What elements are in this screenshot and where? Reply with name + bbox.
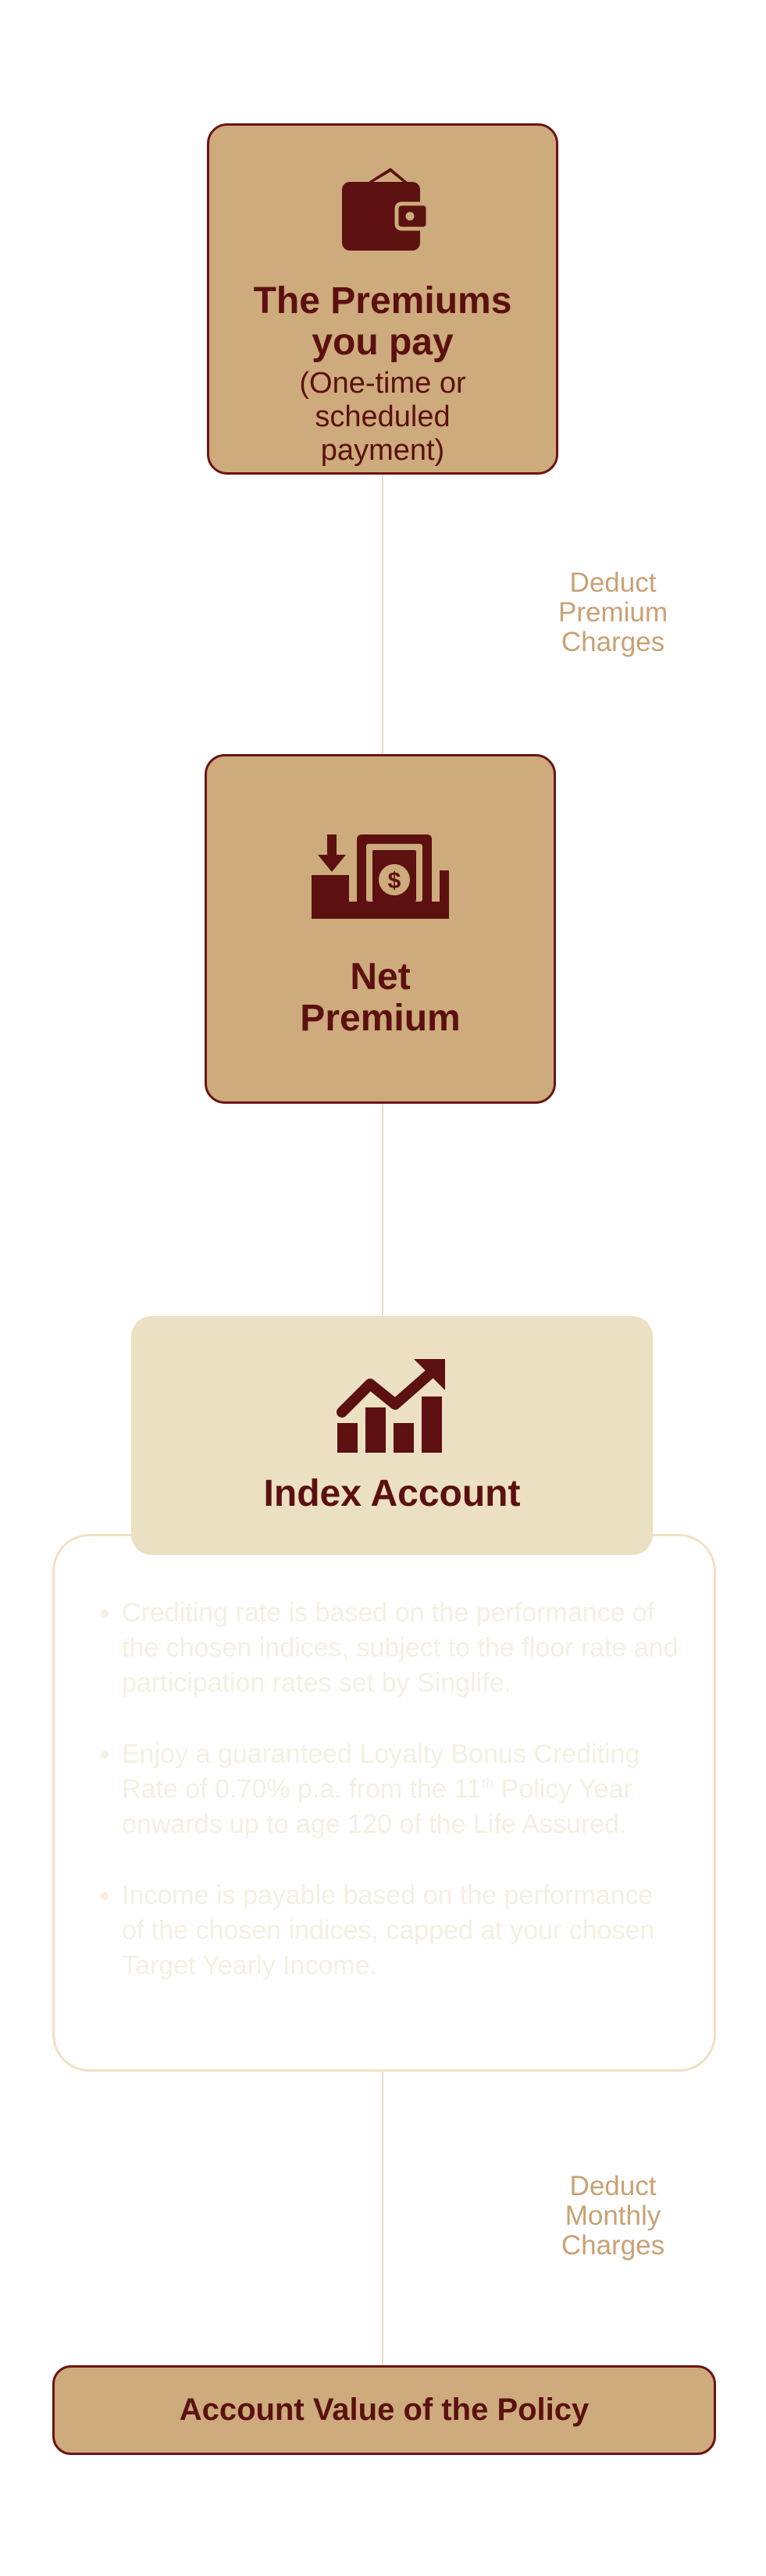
premiums-subtitle: (One-time or scheduled payment) bbox=[299, 367, 466, 467]
premiums-title: The Premiums you pay bbox=[253, 280, 512, 363]
bullet-income-payable: Income is payable based on the performan… bbox=[122, 1878, 682, 1984]
premiums-box: The Premiums you pay (One-time or schedu… bbox=[207, 123, 558, 475]
wallet-icon bbox=[342, 168, 430, 251]
connector-line-2 bbox=[382, 1102, 383, 1315]
deduct-monthly-charges-label: Deduct Monthly Charges bbox=[561, 2171, 665, 2261]
bullet-loyalty-bonus-text-end: Policy Year onwards up to age 120 of the… bbox=[122, 1774, 632, 1839]
bullet-crediting-rate: Crediting rate is based on the performan… bbox=[122, 1596, 682, 1701]
index-account-header: Index Account bbox=[131, 1316, 653, 1555]
svg-text:$: $ bbox=[388, 868, 401, 894]
net-premium-title: Net Premium bbox=[300, 956, 461, 1039]
index-account-bullets: Crediting rate is based on the performan… bbox=[86, 1596, 682, 1984]
deduct-premium-charges-label: Deduct Premium Charges bbox=[558, 568, 668, 657]
ordinal-suffix: th bbox=[481, 1774, 494, 1791]
account-value-box: Account Value of the Policy bbox=[52, 2365, 716, 2455]
deposit-money-icon: $ bbox=[312, 834, 449, 919]
bullet-loyalty-bonus-text: Enjoy a guaranteed Loyalty Bonus Crediti… bbox=[122, 1739, 640, 1804]
index-account-title: Index Account bbox=[263, 1473, 521, 1514]
growth-chart-icon bbox=[337, 1359, 445, 1453]
net-premium-box: $ Net Premium bbox=[205, 754, 556, 1104]
bullet-loyalty-bonus: Enjoy a guaranteed Loyalty Bonus Crediti… bbox=[122, 1737, 682, 1842]
connector-line-3 bbox=[382, 2070, 383, 2367]
account-value-title: Account Value of the Policy bbox=[179, 2393, 590, 2427]
connector-line-1 bbox=[382, 475, 383, 756]
index-account-details-box: Crediting rate is based on the performan… bbox=[52, 1534, 716, 2072]
